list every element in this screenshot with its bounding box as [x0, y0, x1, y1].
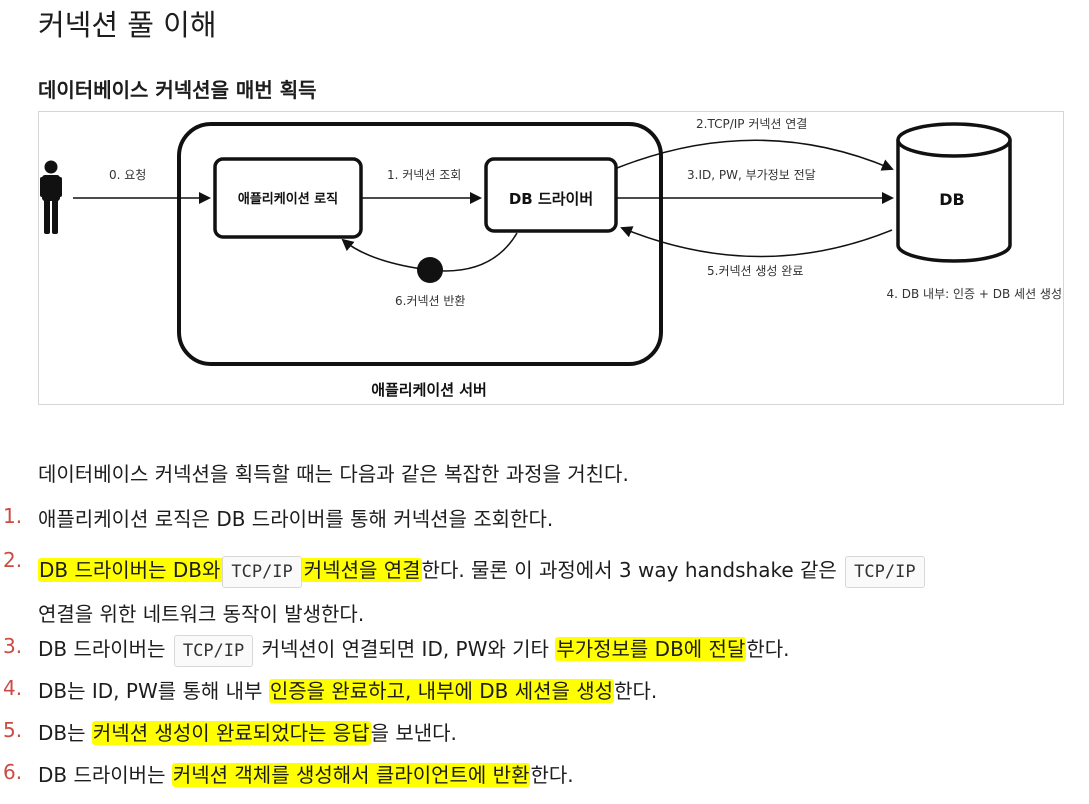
connection-dot — [417, 257, 443, 283]
highlight-segment: 부가정보를 DB에 전달 — [555, 637, 747, 661]
step-text: DB 드라이버는 커넥션 객체를 생성해서 클라이언트에 반환한다. — [38, 760, 1083, 790]
code-span: TCP/IP — [845, 556, 925, 588]
step-text: DB 드라이버는 TCP/IP 커넥션이 연결되면 ID, PW와 기타 부가정… — [38, 634, 1083, 667]
step-number: 2. — [3, 548, 23, 572]
code-span: TCP/IP — [173, 635, 254, 667]
tcp-label: 2.TCP/IP 커넥션 연결 — [696, 117, 807, 131]
step-text: DB는 커넥션 생성이 완료되었다는 응답을 보낸다. — [38, 718, 1083, 748]
text-segment: DB 드라이버는 DB와 — [39, 558, 221, 582]
text-segment: 연결을 위한 네트워크 동작이 발생한다. — [38, 602, 365, 626]
app-server-label: 애플리케이션 서버 — [371, 381, 487, 399]
step-number: 4. — [3, 676, 23, 700]
complete-arrow — [620, 226, 893, 258]
text-segment: 한다. 물론 이 과정에서 3 way handshake 같은 — [421, 558, 837, 582]
connection-diagram: 0. 요청 애플리케이션 로직 1. 커넥션 조회 DB 드라이버 2.TCP/… — [38, 111, 1064, 405]
db-internal-label: 4. DB 내부: 인증 + DB 세션 생성 — [886, 287, 1062, 301]
step-number: 6. — [3, 760, 23, 784]
highlight-segment: 인증을 완료하고, 내부에 DB 세션을 생성 — [268, 679, 615, 703]
db-driver-label: DB 드라이버 — [509, 190, 593, 208]
return-label: 6.커넥션 반환 — [395, 294, 465, 308]
user-icon — [40, 160, 62, 234]
complete-label: 5.커넥션 생성 완료 — [707, 264, 803, 278]
app-logic-label: 애플리케이션 로직 — [238, 191, 338, 207]
intro-text: 데이터베이스 커넥션을 획득할 때는 다음과 같은 복잡한 과정을 거친다. — [38, 462, 629, 486]
text-segment: DB는 — [38, 721, 86, 745]
text-segment: DB 드라이버는 — [38, 763, 166, 787]
text-segment: 을 보낸다. — [370, 721, 457, 745]
text-segment: 한다. — [746, 637, 790, 661]
text-segment: DB는 ID, PW를 통해 내부 — [38, 679, 263, 703]
db-driver-box — [484, 157, 618, 233]
section-heading: 데이터베이스 커넥션을 매번 획득 — [38, 78, 317, 102]
step-number: 3. — [3, 634, 23, 658]
step-number: 5. — [3, 718, 23, 742]
step-text: 애플리케이션 로직은 DB 드라이버를 통해 커넥션을 조회한다. — [38, 504, 1083, 534]
step-number: 1. — [3, 504, 23, 528]
text-segment: 한다. — [614, 679, 658, 703]
page-title: 커넥션 풀 이해 — [38, 8, 217, 42]
text-segment: 커넥션을 연결 — [303, 558, 421, 582]
db-label: DB — [939, 190, 964, 209]
text-segment: 한다. — [530, 763, 574, 787]
tcp-arrow — [616, 139, 894, 171]
text-segment: 애플리케이션 로직은 DB 드라이버를 통해 커넥션을 조회한다. — [38, 507, 554, 531]
db-cylinder — [896, 122, 1012, 263]
code-span: TCP/IP — [222, 556, 302, 588]
highlight-segment: 커넥션 생성이 완료되었다는 응답 — [91, 721, 371, 745]
lookup-label: 1. 커넥션 조회 — [387, 168, 461, 182]
send-label: 3.ID, PW, 부가정보 전달 — [687, 168, 816, 182]
text-segment: DB 드라이버는 — [38, 637, 166, 661]
app-server-box — [177, 122, 663, 366]
highlight-segment: 커넥션 객체를 생성해서 클라이언트에 반환 — [171, 763, 531, 787]
request-label: 0. 요청 — [109, 168, 146, 182]
step-text: DB는 ID, PW를 통해 내부 인증을 완료하고, 내부에 DB 세션을 생… — [38, 676, 1083, 706]
text-segment: 커넥션이 연결되면 ID, PW와 기타 — [261, 637, 549, 661]
